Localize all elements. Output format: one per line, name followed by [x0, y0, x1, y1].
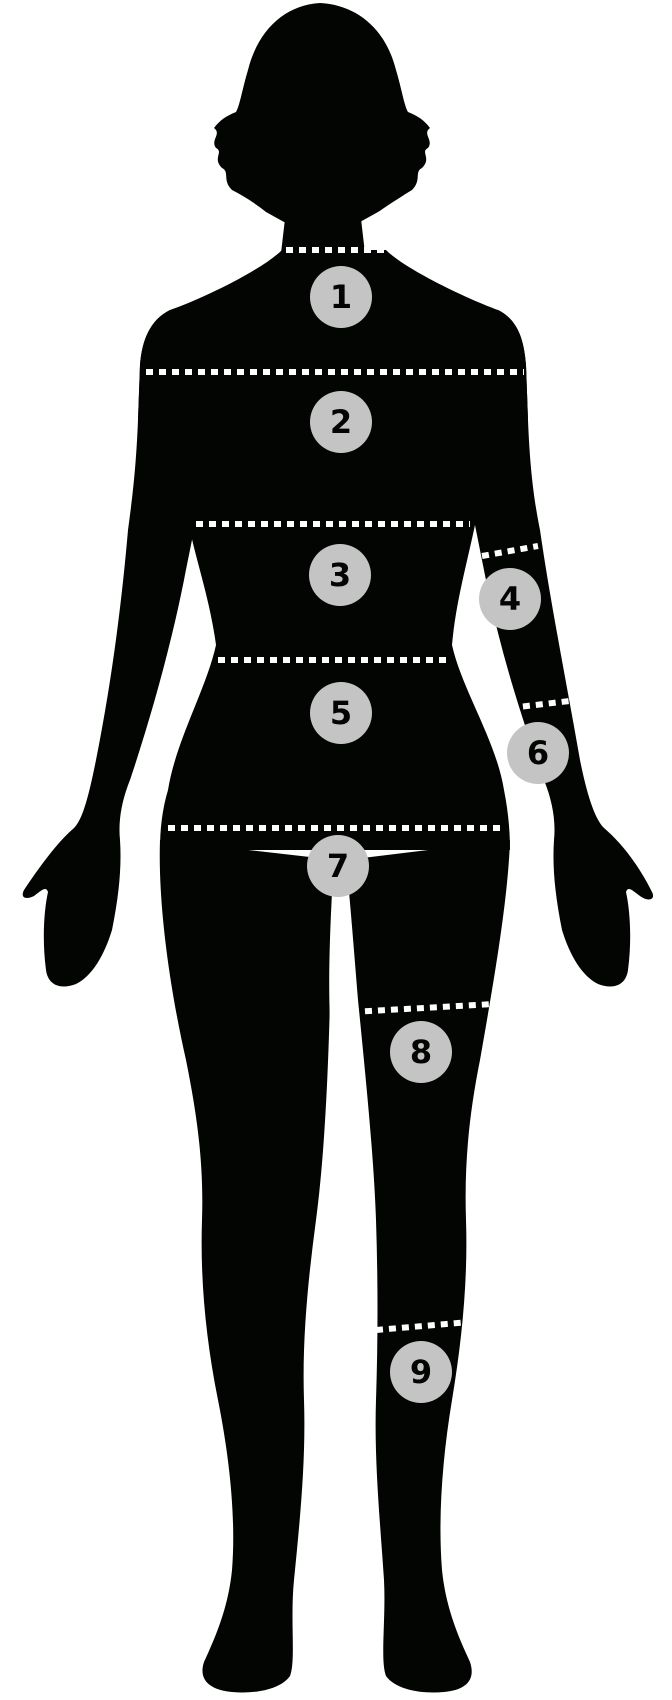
- marker-circle: [479, 568, 541, 630]
- measurement-markers: 1 2 3 4 5 6 7 8: [307, 266, 569, 1403]
- marker-label: 2: [330, 403, 352, 441]
- marker-6: 6: [507, 722, 569, 784]
- marker-2: 2: [310, 391, 372, 453]
- marker-label: 5: [330, 694, 352, 732]
- right-leg: [346, 840, 510, 1693]
- marker-4: 4: [479, 568, 541, 630]
- marker-circle: [390, 1021, 452, 1083]
- marker-circle: [310, 682, 372, 744]
- measure-line-thigh: [351, 1001, 495, 1015]
- marker-circle: [307, 835, 369, 897]
- marker-circle: [310, 391, 372, 453]
- marker-circle: [390, 1341, 452, 1403]
- measure-line-calf: [375, 1319, 471, 1333]
- measure-line-forearm: [509, 697, 579, 711]
- marker-1: 1: [310, 266, 372, 328]
- marker-circle: [310, 266, 372, 328]
- marker-label: 8: [410, 1033, 432, 1071]
- marker-9: 9: [390, 1341, 452, 1403]
- marker-8: 8: [390, 1021, 452, 1083]
- marker-label: 4: [499, 580, 521, 618]
- marker-circle: [309, 544, 371, 606]
- leg-gap: [329, 860, 346, 1020]
- measurement-lines: [146, 247, 579, 1333]
- marker-5: 5: [310, 682, 372, 744]
- left-leg: [159, 840, 336, 1693]
- right-arm: [470, 310, 654, 987]
- marker-3: 3: [309, 544, 371, 606]
- measure-line-upper-arm: [481, 543, 539, 559]
- marker-label: 6: [527, 734, 549, 772]
- marker-label: 1: [330, 278, 352, 316]
- marker-label: 9: [410, 1353, 432, 1391]
- marker-label: 7: [327, 847, 349, 885]
- marker-7: 7: [307, 835, 369, 897]
- head: [214, 3, 430, 222]
- left-arm: [22, 310, 200, 987]
- marker-label: 3: [329, 556, 351, 594]
- marker-circle: [507, 722, 569, 784]
